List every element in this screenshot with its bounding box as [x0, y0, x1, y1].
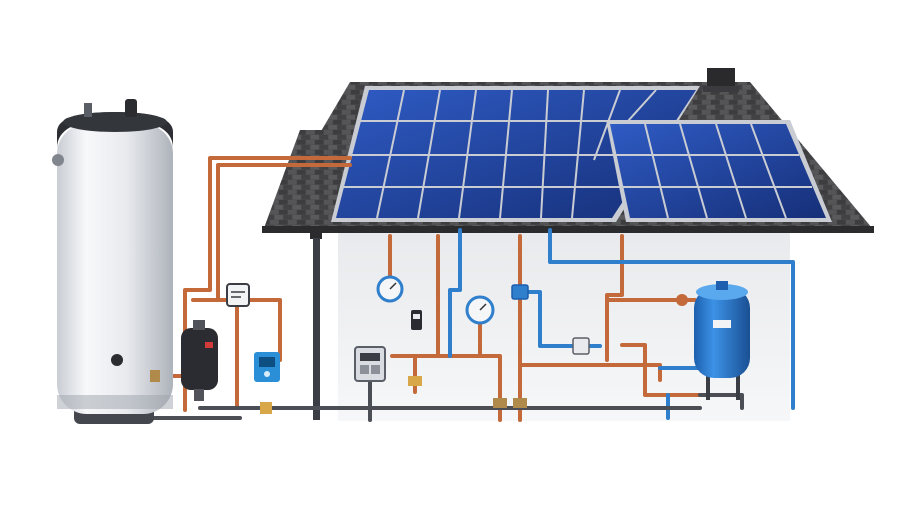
water-heater-tank-icon	[52, 99, 173, 424]
pressure-gauge-icon	[226, 283, 250, 307]
roof-vent	[707, 68, 735, 90]
solar-panel-right-grid	[614, 123, 812, 219]
downspout	[310, 233, 322, 420]
pressure-gauge-icon	[376, 275, 404, 303]
sensor-icon	[411, 310, 422, 330]
return-pipes	[138, 378, 744, 422]
solar-panel-left-grid	[343, 89, 676, 219]
valve-fittings	[150, 370, 527, 414]
pressure-gauge-icon	[465, 295, 495, 325]
mixing-valve-icon	[572, 337, 590, 355]
expansion-vessel-icon	[181, 320, 218, 401]
pump-station-icon	[354, 346, 386, 382]
blue-pipes	[448, 228, 795, 420]
flow-meter-icon	[511, 284, 529, 300]
roof-gutter	[262, 226, 874, 233]
controller-box-icon	[254, 352, 280, 382]
pipe-fitting-icon	[676, 294, 688, 306]
storage-tank-icon	[694, 281, 750, 400]
piping-network	[118, 156, 795, 422]
solar-panel-array	[331, 86, 832, 222]
roof-side-section	[264, 130, 352, 228]
